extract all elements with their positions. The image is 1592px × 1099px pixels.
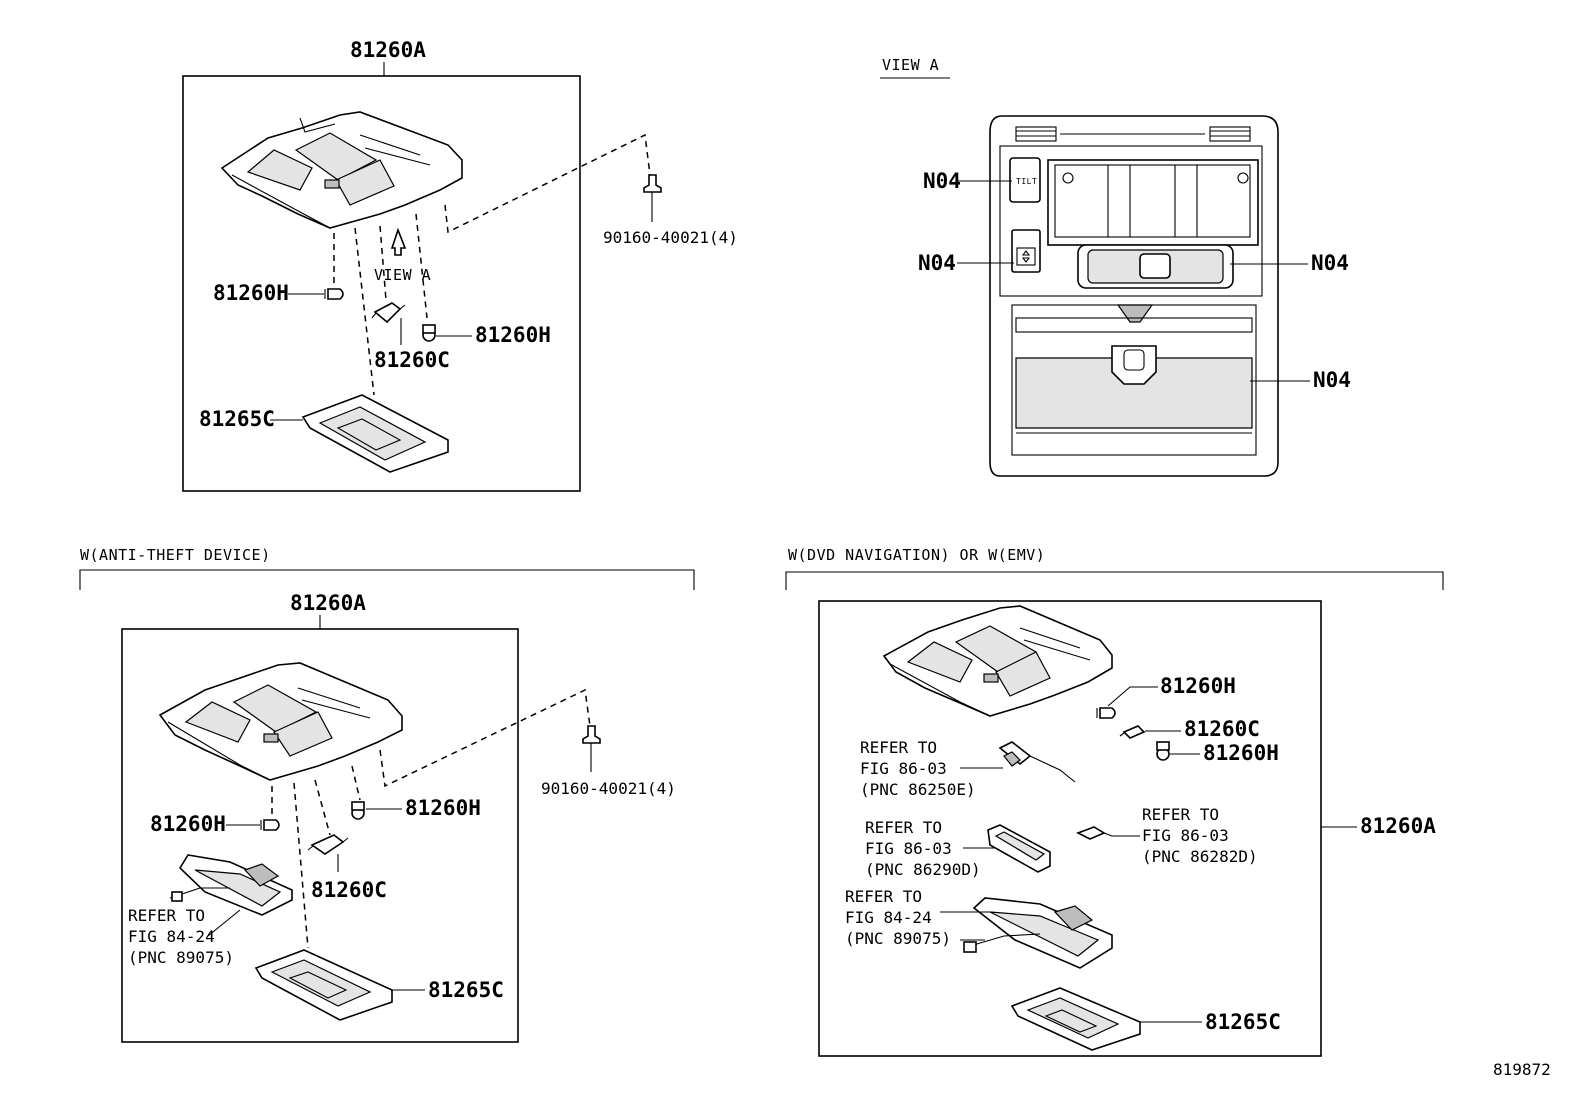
bracket-icon[interactable] <box>987 824 1051 873</box>
refer-a-line-1: REFER TO <box>860 738 937 757</box>
bulb-h-right-label[interactable]: 81260H <box>475 323 551 347</box>
assembly-frame <box>818 600 1322 1057</box>
bulb-h-left-label[interactable]: 81260H <box>213 281 289 305</box>
lamp-unit-icon[interactable] <box>169 854 293 916</box>
callout-updown-switch[interactable]: N04 <box>918 251 956 275</box>
drawing-number: 819872 <box>1493 1060 1551 1079</box>
view-arrow-label: VIEW A <box>374 266 431 284</box>
refer-a-line-3: (PNC 86250E) <box>860 780 976 799</box>
refer-b-line-2: FIG 86-03 <box>865 839 952 858</box>
tilt-switch-text: TILT <box>1016 177 1037 186</box>
clip-icon[interactable] <box>1076 826 1113 840</box>
callout-map-lamp[interactable]: N04 <box>1311 251 1349 275</box>
lens-icon[interactable] <box>254 949 393 1021</box>
dvd-nav-heading: W(DVD NAVIGATION) OR W(EMV) <box>788 546 1045 564</box>
bulb-h-top-label[interactable]: 81260H <box>1160 674 1236 698</box>
bulb-c-label[interactable]: 81260C <box>1184 717 1260 741</box>
bulb-icon[interactable] <box>1156 741 1170 761</box>
screw-label[interactable]: 90160-40021(4) <box>541 779 676 798</box>
refer-c-line-2: FIG 86-03 <box>1142 826 1229 845</box>
bulb-h-bottom-label[interactable]: 81260H <box>1203 741 1279 765</box>
assembly-label[interactable]: 81260A <box>350 38 426 62</box>
refer-c-line-1: REFER TO <box>1142 805 1219 824</box>
assembly-frame <box>121 628 519 1043</box>
refer-b-line-1: REFER TO <box>865 818 942 837</box>
lens-icon[interactable] <box>301 394 449 473</box>
refer-line-2: FIG 84-24 <box>128 927 215 946</box>
bulb-h-right-label[interactable]: 81260H <box>405 796 481 820</box>
refer-d-line-2: FIG 84-24 <box>845 908 932 927</box>
lens-label[interactable]: 81265C <box>199 407 275 431</box>
screw-icon[interactable] <box>643 174 662 205</box>
screw-label[interactable]: 90160-40021(4) <box>603 228 738 247</box>
refer-a-line-2: FIG 86-03 <box>860 759 947 778</box>
festoon-bulb-icon[interactable] <box>1119 725 1146 739</box>
harness-icon[interactable] <box>998 741 1076 783</box>
callout-compartment[interactable]: N04 <box>1313 368 1351 392</box>
view-a-panel: VIEW A TILT <box>880 56 1351 477</box>
assembly-frame <box>182 75 581 492</box>
refer-c-line-3: (PNC 86282D) <box>1142 847 1258 866</box>
bulb-icon[interactable] <box>422 324 436 342</box>
view-a-title: VIEW A <box>882 56 939 74</box>
refer-line-1: REFER TO <box>128 906 205 925</box>
lens-icon[interactable] <box>1010 987 1141 1051</box>
lamp-unit-icon[interactable] <box>963 897 1113 969</box>
anti-theft-section: W(ANTI-THEFT DEVICE) 81260A 90160-40021(… <box>79 546 695 1043</box>
refer-b-line-3: (PNC 86290D) <box>865 860 981 879</box>
console-housing[interactable] <box>882 605 1113 717</box>
updown-switch[interactable] <box>1011 229 1041 273</box>
festoon-bulb-icon[interactable] <box>371 302 406 324</box>
bulb-c-label[interactable]: 81260C <box>311 878 387 902</box>
dvd-nav-section: W(DVD NAVIGATION) OR W(EMV) 81260A 81260… <box>785 546 1444 1057</box>
refer-d-line-3: (PNC 89075) <box>845 929 951 948</box>
bulb-icon[interactable] <box>324 288 344 300</box>
assembly-label[interactable]: 81260A <box>290 591 366 615</box>
lens-label[interactable]: 81265C <box>1205 1010 1281 1034</box>
callout-tilt-switch[interactable]: N04 <box>923 169 961 193</box>
refer-line-3: (PNC 89075) <box>128 948 234 967</box>
console-housing[interactable] <box>158 662 403 781</box>
screw-icon[interactable] <box>582 725 601 756</box>
bulb-icon[interactable] <box>260 819 280 831</box>
bulb-c-label[interactable]: 81260C <box>374 348 450 372</box>
top-left-assembly: 81260A VIEW A 90160-40021(4) <box>182 38 738 492</box>
bulb-icon[interactable] <box>1096 707 1116 719</box>
festoon-bulb-icon[interactable] <box>307 834 349 855</box>
bulb-h-left-label[interactable]: 81260H <box>150 812 226 836</box>
bulb-icon[interactable] <box>351 801 365 820</box>
anti-theft-heading: W(ANTI-THEFT DEVICE) <box>80 546 271 564</box>
tilt-switch[interactable]: TILT <box>1009 157 1041 203</box>
refer-d-line-1: REFER TO <box>845 887 922 906</box>
assembly-label[interactable]: 81260A <box>1360 814 1436 838</box>
console-housing[interactable] <box>220 111 463 229</box>
lens-label[interactable]: 81265C <box>428 978 504 1002</box>
